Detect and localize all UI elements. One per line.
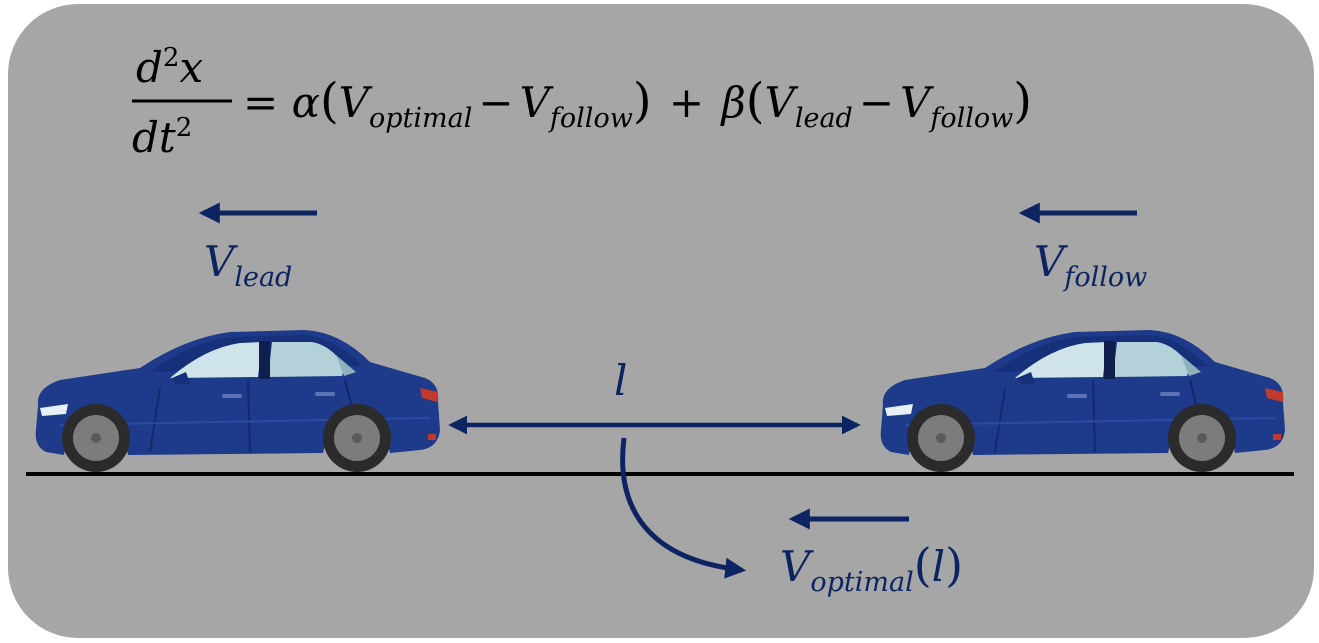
lead-velocity-label: Vlead (204, 237, 292, 293)
svg-text:d2x: d2x (136, 43, 203, 92)
svg-text:= α(Voptimal−Vfollow): = α(Voptimal−Vfollow) + β(Vlead−Vfollow) (243, 73, 1032, 134)
diagram-panel (8, 4, 1314, 638)
svg-text:dt2: dt2 (132, 113, 192, 162)
follow-velocity-label: Vfollow (1034, 237, 1147, 293)
gap-label: l (614, 356, 627, 405)
lead-car-icon (34, 329, 441, 473)
curved-arrow-icon (620, 437, 747, 579)
follow-car-icon (879, 329, 1286, 473)
equation: d2x dt2 = α(Voptimal−Vfollow) + β(Vlead−… (132, 43, 1032, 162)
optimal-velocity-label: Voptimal(l) (780, 538, 963, 598)
